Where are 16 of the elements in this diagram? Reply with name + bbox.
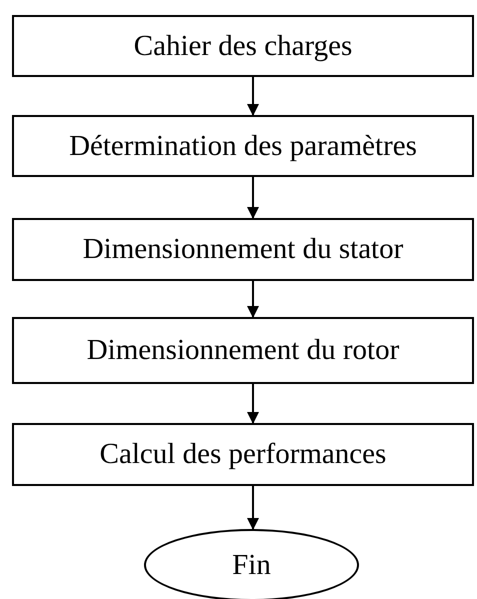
node-label: Cahier des charges	[134, 30, 352, 62]
arrow	[247, 77, 259, 116]
arrow	[247, 177, 259, 219]
arrow	[247, 486, 259, 530]
process-box	[12, 317, 474, 384]
process-box	[12, 423, 474, 486]
arrow	[247, 281, 259, 318]
node-label: Fin	[232, 548, 271, 582]
node-label: Dimensionnement du rotor	[86, 334, 400, 367]
process-box	[12, 15, 474, 77]
process-box	[12, 115, 474, 177]
node-label: Détermination des paramètres	[69, 130, 417, 162]
process-box	[12, 218, 474, 281]
arrow	[247, 384, 259, 424]
node-label: Calcul des performances	[100, 438, 386, 471]
node-label: Dimensionnement du stator	[82, 233, 404, 266]
